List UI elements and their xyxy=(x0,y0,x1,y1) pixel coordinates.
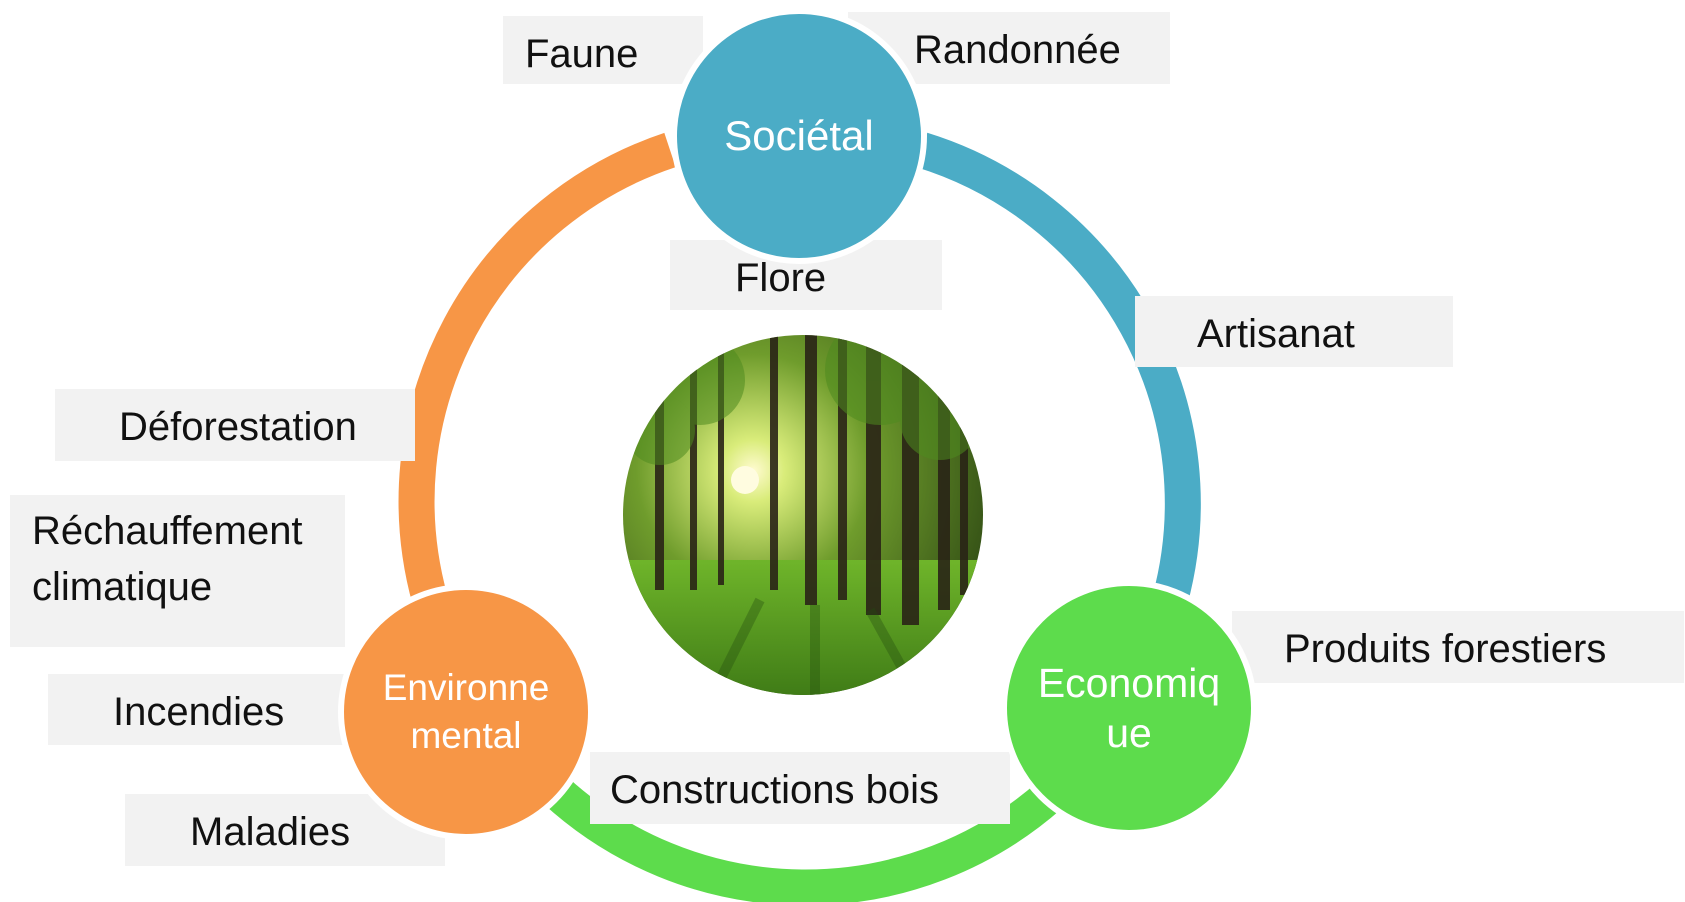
node-economique-label: Economique xyxy=(1037,660,1221,756)
label-deforestation: Déforestation xyxy=(55,389,415,461)
node-societal: Sociétal xyxy=(671,8,927,264)
label-rechauffement: Réchauffement climatique xyxy=(10,495,345,647)
label-faune: Faune xyxy=(503,16,703,84)
arc-economique xyxy=(542,776,1062,902)
node-environnemental-label: Environnemental xyxy=(382,667,550,756)
label-incendies: Incendies xyxy=(48,674,348,745)
node-societal-label: Sociétal xyxy=(724,112,874,159)
arc-environnemental xyxy=(398,132,676,605)
node-economique: Economique xyxy=(1001,580,1257,836)
label-artisanat: Artisanat xyxy=(1135,296,1453,367)
forest-photo xyxy=(623,335,983,695)
node-environnemental: Environnemental xyxy=(338,584,594,840)
label-constructions-bois: Constructions bois xyxy=(590,752,1010,824)
label-produits-forestiers: Produits forestiers xyxy=(1232,611,1684,683)
label-randonnee: Randonnée xyxy=(848,12,1170,84)
